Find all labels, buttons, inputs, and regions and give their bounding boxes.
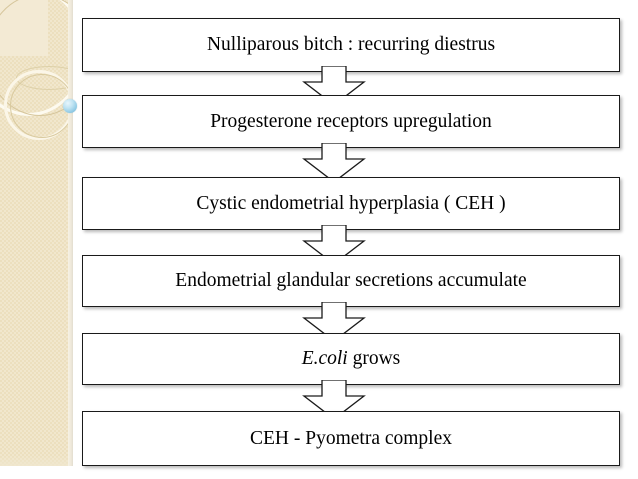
flow-box-label: Progesterone receptors upregulation: [210, 110, 492, 132]
flow-box-label: Nulliparous bitch : recurring diestrus: [206, 34, 496, 56]
flow-arrow-5: [301, 380, 367, 420]
flowchart: Nulliparous bitch : recurring diestrus P…: [82, 0, 620, 479]
flow-box-step-6[interactable]: CEH - Pyometra complex: [82, 411, 620, 466]
flow-box-label: Endometrial glandular secretions accumul…: [175, 270, 527, 292]
flow-box-label: E.coli grows: [302, 347, 401, 370]
decorative-sphere-icon: [63, 99, 77, 113]
flow-box-step-5[interactable]: E.coli grows: [82, 333, 620, 385]
flow-box-label: CEH - Pyometra complex: [250, 427, 452, 449]
flow-arrow-4: [301, 302, 367, 342]
decorative-arc-small-light: [4, 70, 68, 140]
flow-arrow-2: [301, 143, 367, 183]
flow-arrow-1: [301, 66, 367, 106]
flow-box-step-3[interactable]: Cystic endometrial hyperplasia ( CEH ): [82, 177, 620, 230]
sidebar-edge-strip: [68, 0, 73, 466]
flow-box-label-text: grows: [352, 348, 401, 370]
flow-box-step-1[interactable]: Nulliparous bitch : recurring diestrus: [82, 18, 620, 72]
flow-box-label: Cystic endometrial hyperplasia ( CEH ): [196, 192, 506, 214]
decorative-sidebar: [0, 0, 68, 466]
decorative-arc-small-dark: [10, 74, 68, 138]
flow-box-label-italic: E.coli: [301, 348, 348, 370]
sidebar-bottom-fade: [0, 455, 68, 466]
flow-arrow-3: [301, 225, 367, 265]
flow-box-step-2[interactable]: Progesterone receptors upregulation: [82, 95, 620, 148]
flow-box-step-4[interactable]: Endometrial glandular secretions accumul…: [82, 255, 620, 307]
